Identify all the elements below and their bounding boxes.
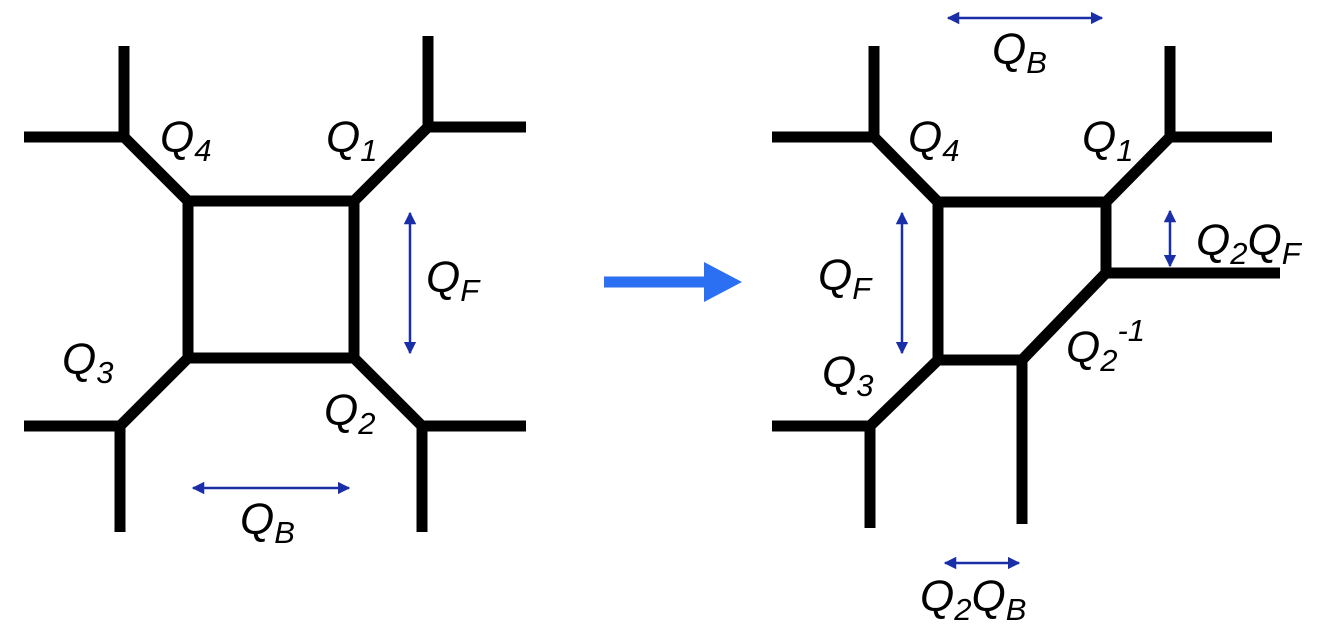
transition-arrow (604, 262, 742, 302)
transition-arrow-head (704, 262, 742, 302)
left-face-square (182, 195, 360, 364)
left-edge-q2 (350, 354, 426, 430)
right-label-qb: QB (992, 25, 1047, 80)
left-leg-q4 (24, 46, 130, 143)
left-label-qf: QF (426, 253, 481, 308)
right-leg-q4 (772, 46, 880, 143)
left-leg-q1 (422, 36, 526, 133)
right-label-q1: Q1 (1082, 113, 1133, 168)
left-label-q3: Q3 (62, 335, 113, 390)
right-leg-q1 (1164, 46, 1272, 143)
left-leg-q3 (24, 420, 126, 532)
left-label-q1: Q1 (326, 113, 377, 168)
right-label-q2-inverse: Q2-1 (1066, 313, 1145, 378)
left-leg-q2 (416, 420, 526, 532)
left-edge-q3 (116, 354, 192, 430)
left-label-q2: Q2 (324, 386, 375, 441)
right-label-q2qf: Q2QF (1196, 216, 1303, 271)
right-web-diagram: QB Q4 Q1 Q2QF QF Q2-1 Q3 Q2QB (772, 11, 1303, 627)
right-edge-q4 (870, 133, 942, 206)
right-leg-q3 (772, 420, 876, 528)
left-edge-q1 (350, 123, 432, 205)
left-edge-q4 (120, 133, 192, 205)
right-label-q2qb: Q2QB (920, 572, 1026, 627)
right-label-q4: Q4 (908, 113, 959, 168)
right-label-qf: QF (818, 251, 873, 306)
right-label-q3: Q3 (822, 348, 873, 403)
right-face-pentagon (932, 196, 1112, 366)
right-edge-q3 (866, 356, 942, 430)
left-label-qb: QB (240, 495, 295, 550)
right-edge-q1 (1102, 133, 1174, 206)
left-web-diagram: Q1 Q4 Q3 Q2 QF QB (24, 36, 526, 550)
left-label-q4: Q4 (160, 113, 211, 168)
